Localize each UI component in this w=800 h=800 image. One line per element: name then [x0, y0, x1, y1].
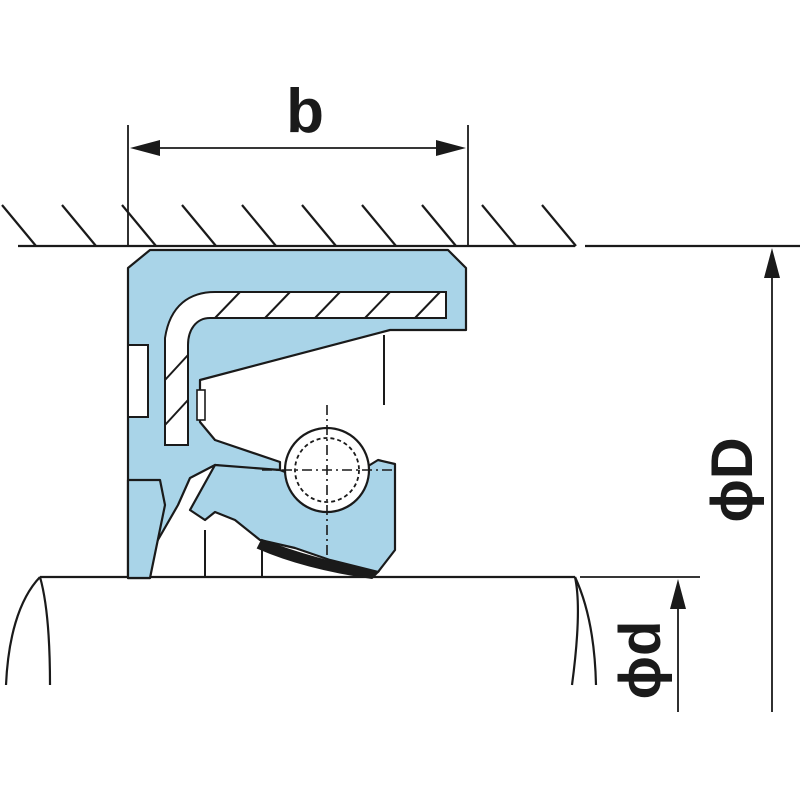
inner-groove — [196, 389, 206, 421]
seal-rubber-body — [126, 248, 468, 580]
outer-diameter-label: ϕD — [700, 437, 765, 522]
dust-lip — [126, 478, 167, 580]
seal-cross-section — [126, 248, 468, 580]
outer-diameter-dimension — [764, 248, 780, 712]
width-dimension — [127, 125, 469, 246]
shaft-diameter-label: ϕd — [608, 621, 673, 700]
housing-bore — [1, 204, 800, 248]
shaft — [4, 575, 598, 686]
lip-contact-edge — [256, 538, 381, 580]
shaft-diameter-dimension — [580, 576, 700, 712]
housing-hatching — [1, 204, 577, 247]
outer-diameter-arrow — [764, 248, 780, 278]
width-arrow-left — [130, 140, 160, 156]
metal-case — [164, 291, 447, 446]
metal-case-hatching — [164, 291, 441, 426]
shaft-left-break — [4, 576, 41, 686]
width-arrow-right — [436, 140, 466, 156]
shaft-right-break — [574, 576, 598, 686]
garter-spring — [262, 405, 392, 555]
shaft-diameter-arrow — [670, 579, 686, 609]
outer-groove-upper — [127, 344, 149, 418]
width-label: b — [286, 77, 324, 146]
